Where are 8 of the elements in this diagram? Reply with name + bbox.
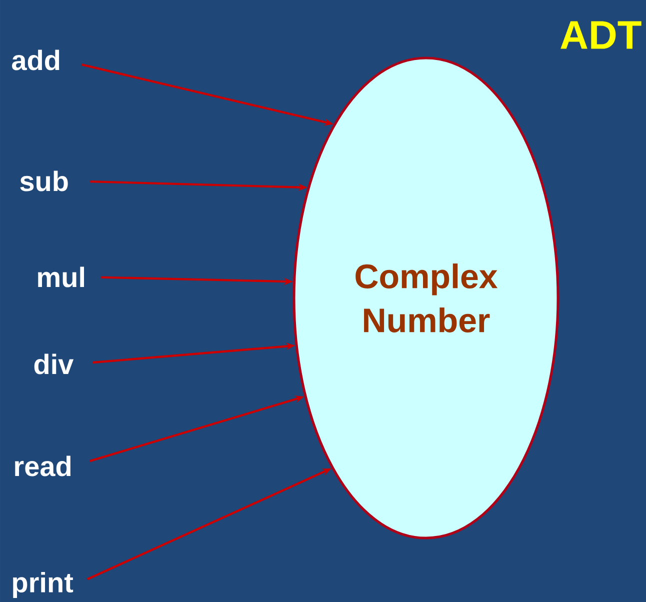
operation-label: read bbox=[15, 456, 70, 476]
operation-label: print bbox=[13, 572, 74, 598]
operation-label: div bbox=[34, 354, 74, 374]
ellipse-node: Complex Number bbox=[292, 56, 560, 540]
title: ADT bbox=[560, 21, 642, 49]
operation-label: sub bbox=[20, 170, 68, 192]
operation-label: add bbox=[12, 50, 60, 70]
operation-label: mul bbox=[38, 266, 84, 288]
